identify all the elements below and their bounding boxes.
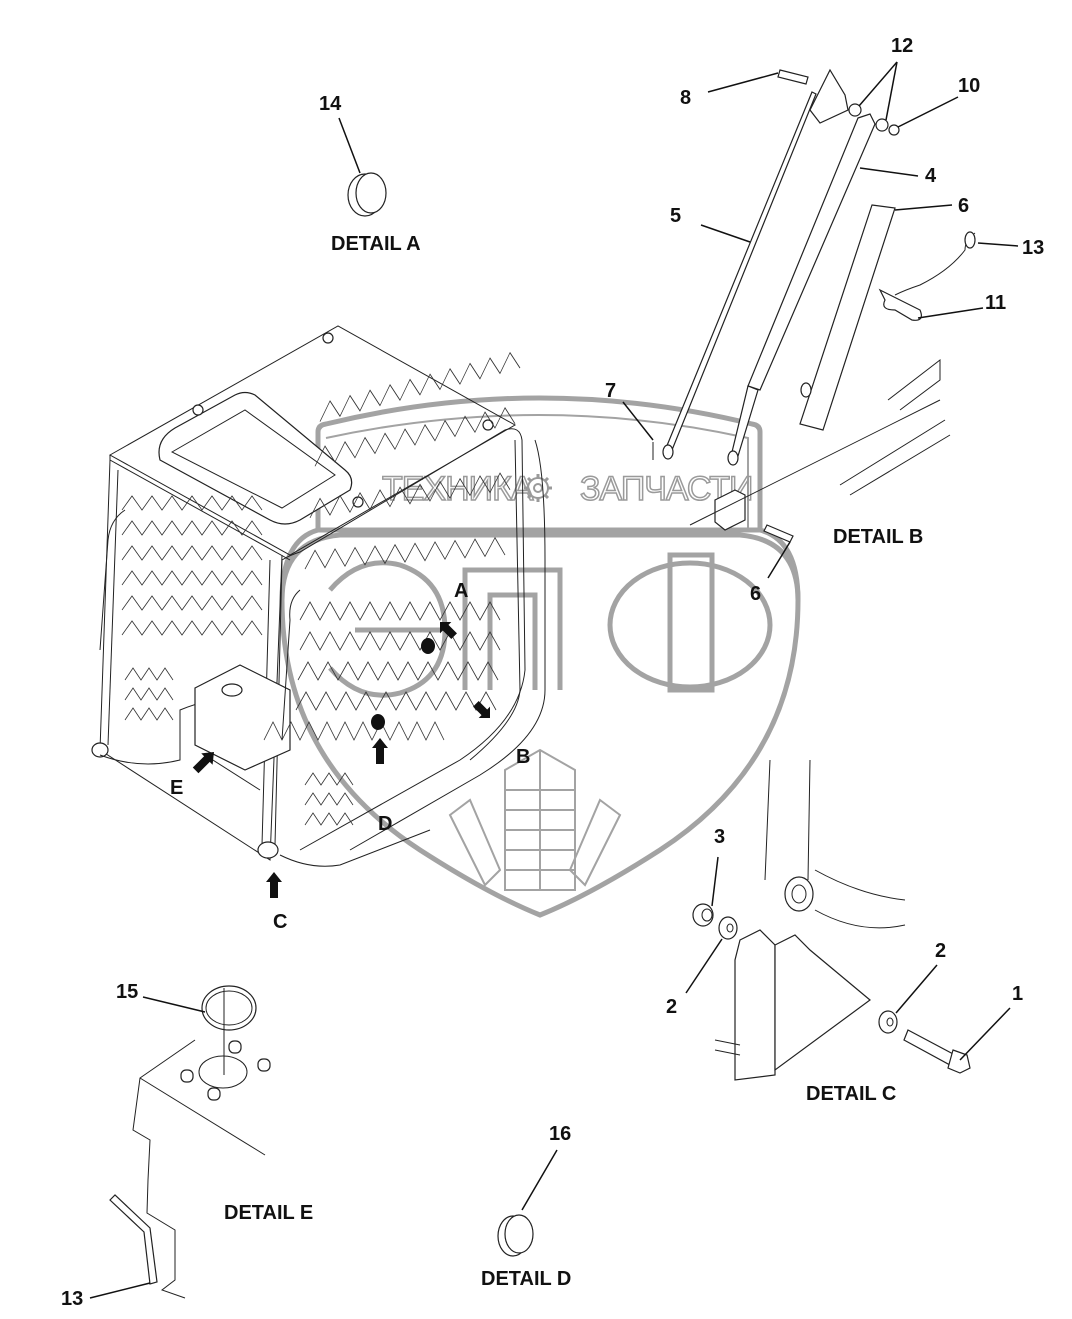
arrow-b-icon (473, 701, 490, 718)
part-2-washer (718, 916, 738, 940)
callout-10: 10 (958, 75, 980, 97)
part-2-washer (878, 1010, 898, 1034)
part-3-nut (692, 903, 714, 927)
pointer-letter-e: E (170, 777, 183, 799)
part-11-lock-pin (878, 288, 922, 321)
callout-12: 12 (891, 35, 913, 57)
pointer-letter-d: D (378, 813, 392, 835)
watermark-wheat (448, 748, 622, 891)
watermark-logo-f (607, 552, 773, 693)
arrow-e-icon (192, 752, 214, 774)
detail-b: 8 5 4 12 10 6 13 11 (605, 35, 1044, 605)
watermark-shield-outline (279, 395, 801, 918)
arrow-c-icon (266, 872, 282, 898)
callout-7: 6 (750, 583, 761, 605)
arrow-d-icon (372, 738, 388, 764)
detail-e-label: DETAIL E (224, 1202, 313, 1224)
cab-left-side (99, 459, 283, 861)
callout-2-right: 2 (935, 940, 946, 962)
callout-15: 14 (319, 93, 342, 115)
cab-roof (108, 325, 517, 556)
callout-16: 15 (116, 981, 138, 1003)
detail-e: 15 13 DETAIL E (61, 981, 313, 1310)
detail-d: 16 DETAIL D (481, 1123, 571, 1290)
part-16-seal-ring (201, 985, 257, 1031)
callout-3: 3 (714, 826, 725, 848)
callout-2-left: 2 (666, 996, 677, 1018)
cab-front-frame (281, 428, 526, 851)
callout-4: 4 (925, 165, 937, 187)
part-6-support-tube (799, 204, 896, 431)
mounting-box (194, 664, 291, 771)
detail-a-label: DETAIL A (331, 233, 421, 255)
watermark: ТЕХНИКА ЗАПЧАСТИ (279, 395, 801, 918)
part-14-handle (109, 1194, 158, 1285)
marker-a-dot (421, 638, 435, 654)
detail-c-label: DETAIL C (806, 1083, 896, 1105)
arrow-a-icon (440, 622, 457, 639)
callout-5: 5 (670, 205, 681, 227)
callout-1: 1 (1012, 983, 1023, 1005)
pointer-letter-a: A (454, 580, 468, 602)
callout-6: 6 (958, 195, 969, 217)
part-10-nut (888, 124, 900, 136)
gear-icon (524, 474, 552, 502)
detail-d-label: DETAIL D (481, 1268, 571, 1290)
cab-front-mesh (263, 349, 521, 741)
cab-assembly: A B C D E (91, 325, 546, 933)
pointer-letter-c: C (273, 911, 287, 933)
part-4-strut-body (747, 113, 876, 391)
detail-c: 3 2 2 1 DETAIL C (666, 759, 1023, 1105)
roof-hatch (158, 391, 353, 525)
part-1-bolt (903, 1029, 956, 1066)
pointer-letter-b: B (516, 746, 530, 768)
part-12-washer (848, 103, 862, 117)
callout-11: 11 (985, 292, 1006, 314)
callout-17: 16 (549, 1123, 571, 1145)
watermark-logo-p (462, 567, 563, 690)
part-5-gas-strut (665, 91, 817, 451)
part-9-bolt (777, 69, 809, 85)
marker-d-dot (371, 714, 385, 730)
detail-a: 14 DETAIL A (319, 93, 421, 255)
part-12-washer (875, 118, 889, 132)
callout-14: 13 (61, 1288, 83, 1310)
detail-c-bracket (734, 929, 776, 1081)
callout-8: 7 (605, 380, 616, 402)
detail-b-label: DETAIL B (833, 526, 923, 548)
callout-13: 13 (1022, 237, 1044, 259)
part-13-lanyard (894, 232, 976, 296)
cab-side-mesh (121, 495, 263, 636)
callout-9: 8 (680, 87, 691, 109)
